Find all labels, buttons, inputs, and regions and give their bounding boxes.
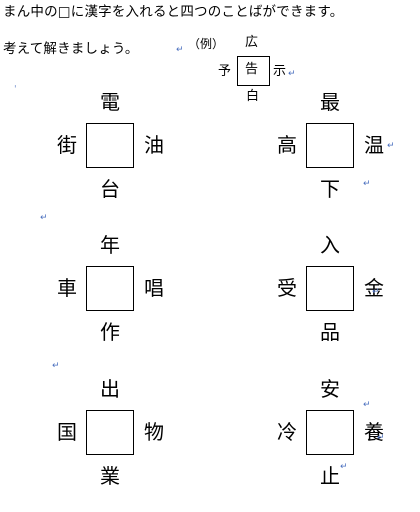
puzzle-4: 入 受 金 品 [250,228,410,368]
puzzle-4-bottom-char: 品 [320,320,340,344]
paragraph-return-mark: ↵ [340,462,348,472]
puzzle-2-answer-box[interactable] [306,123,354,168]
paragraph-return-mark: ↵ [372,287,380,297]
example-right-char: 示 [273,64,287,79]
puzzle-3-top-char: 年 [100,233,120,257]
instruction-line-1: まん中の□に漢字を入れると四つのことばができます。 [3,4,344,20]
puzzle-6-top-char: 安 [320,377,340,401]
paragraph-return-mark: ↵ [387,141,395,151]
puzzle-6-right-char: 養 [364,420,384,444]
puzzle-2-left-char: 高 [277,133,297,157]
puzzle-5-left-char: 国 [57,420,77,444]
puzzle-1-bottom-char: 台 [100,177,120,201]
puzzle-5-answer-box[interactable] [86,410,134,455]
puzzle-3-answer-box[interactable] [86,266,134,311]
puzzle-5-right-char: 物 [144,420,164,444]
example-label: （例） [188,37,225,51]
puzzle-3-right-char: 唱 [144,276,164,300]
puzzle-5-bottom-char: 業 [100,464,120,488]
puzzle-1-answer-box[interactable] [86,123,134,168]
puzzle-4-top-char: 入 [320,233,340,257]
puzzle-3-left-char: 車 [57,276,77,300]
example-center-char: 告 [245,62,259,77]
paragraph-return-mark: ↵ [176,45,184,55]
puzzle-6-left-char: 冷 [277,420,297,444]
paragraph-return-mark: ↵ [288,69,296,79]
puzzle-2-bottom-char: 下 [320,177,340,201]
example-top-char: 広 [245,35,259,50]
puzzle-3-bottom-char: 作 [100,320,120,344]
puzzle-6-bottom-char: 止 [320,464,340,488]
puzzle-5: 出 国 物 業 [30,372,190,512]
paragraph-return-mark: ↵ [363,179,371,189]
puzzle-1-right-char: 油 [144,133,164,157]
puzzle-2-right-char: 温 [364,133,384,157]
puzzle-5-top-char: 出 [100,377,120,401]
example-box [237,56,270,86]
puzzle-1: 電 街 油 台 [30,85,190,225]
puzzle-6-answer-box[interactable] [306,410,354,455]
puzzle-1-top-char: 電 [100,90,120,114]
puzzle-1-left-char: 街 [57,133,77,157]
example-bottom-char: 白 [246,89,260,104]
instruction-line-2: 考えて解きましょう。 [3,41,139,57]
puzzle-3: 年 車 唱 作 [30,228,190,368]
puzzle-2: 最 高 温 下 [250,85,410,225]
puzzle-4-right-char: 金 [364,276,384,300]
paragraph-return-mark: ↵ [377,433,385,443]
paragraph-return-mark: ˌ [14,79,17,89]
paragraph-return-mark: ↵ [363,400,371,410]
puzzle-4-left-char: 受 [277,276,297,300]
puzzle-6: 安 冷 養 止 [250,372,410,512]
puzzle-2-top-char: 最 [320,90,340,114]
example-left-char: 予 [218,64,232,79]
paragraph-return-mark: ↵ [52,361,60,371]
paragraph-return-mark: ↵ [40,213,48,223]
puzzle-4-answer-box[interactable] [306,266,354,311]
